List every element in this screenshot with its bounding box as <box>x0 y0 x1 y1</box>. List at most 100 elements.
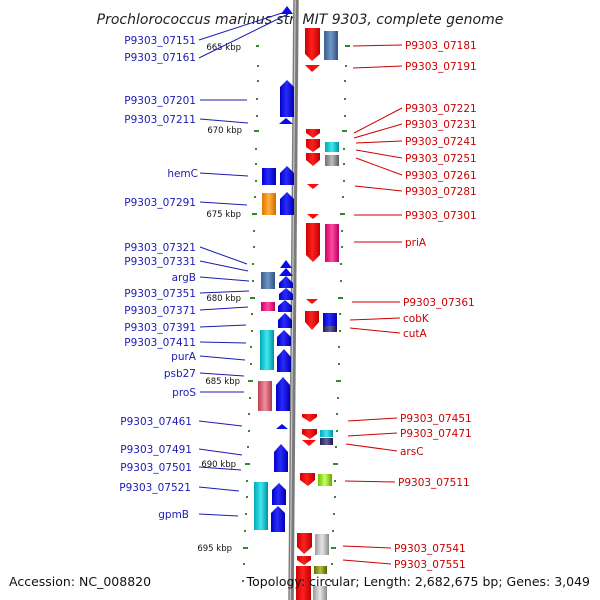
gene-label[interactable]: P9303_07511 <box>398 477 470 489</box>
left-label-connectors <box>198 11 289 517</box>
gene-arrow <box>279 268 293 276</box>
gene-label[interactable]: P9303_07521 <box>119 482 191 494</box>
gene-label[interactable]: P9303_07551 <box>394 559 466 571</box>
gene-label[interactable]: P9303_07351 <box>124 288 196 300</box>
gene-box <box>320 430 333 437</box>
gene-arrow <box>276 424 288 429</box>
gene-label[interactable]: P9303_07221 <box>405 103 477 115</box>
ruler-label: 690 kbp <box>201 460 236 470</box>
map-title: Prochlorococcus marinus str. MIT 9303, c… <box>97 12 504 28</box>
gene-label[interactable]: arsC <box>400 446 424 458</box>
left-gene-labels: P9303_07151 P9303_07161 P9303_07201 P930… <box>119 35 198 521</box>
gene-label[interactable]: P9303_07211 <box>124 114 196 126</box>
gene-label[interactable]: cobK <box>403 313 430 325</box>
gene-box <box>318 474 332 486</box>
gene-label[interactable]: P9303_07301 <box>405 210 477 222</box>
gene-box <box>325 142 339 152</box>
gene-arrow <box>306 223 320 262</box>
gene-label[interactable]: P9303_07461 <box>120 416 192 428</box>
gene-box <box>323 313 337 326</box>
gene-label[interactable]: P9303_07321 <box>124 242 196 254</box>
gene-label[interactable]: P9303_07201 <box>124 95 196 107</box>
gene-label[interactable]: priA <box>405 237 427 249</box>
gene-arrow <box>302 414 317 422</box>
gene-arrow <box>297 533 312 554</box>
right-tick-column <box>330 45 350 582</box>
gene-box <box>261 272 275 289</box>
gene-arrow <box>306 139 320 152</box>
left-strand-genes <box>254 6 294 532</box>
gene-box <box>258 381 272 411</box>
gene-box <box>325 224 339 262</box>
gene-label[interactable]: P9303_07181 <box>405 40 477 52</box>
gene-label[interactable]: P9303_07281 <box>405 186 477 198</box>
ruler-label: 670 kbp <box>207 126 242 136</box>
gene-label[interactable]: P9303_07331 <box>124 256 196 268</box>
gene-box <box>260 348 274 370</box>
gene-label[interactable]: psb27 <box>164 368 196 380</box>
gene-arrow <box>280 192 294 215</box>
gene-label[interactable]: P9303_07541 <box>394 543 466 555</box>
gene-label[interactable]: P9303_07411 <box>124 337 196 349</box>
gene-label[interactable]: P9303_07161 <box>124 52 196 64</box>
gene-label[interactable]: gpmB <box>158 509 189 521</box>
gene-arrow <box>306 299 318 304</box>
gene-arrow <box>277 330 291 346</box>
gene-arrow <box>280 80 294 117</box>
gene-arrow <box>279 118 293 124</box>
right-gene-labels: P9303_07181 P9303_07191 P9303_07221 P930… <box>394 40 477 571</box>
gene-label[interactable]: P9303_07261 <box>405 170 477 182</box>
topology-text: Topology: circular; Length: 2,682,675 bp… <box>246 574 590 589</box>
gene-arrow <box>277 349 291 372</box>
gene-arrow <box>271 506 285 532</box>
gene-label[interactable]: P9303_07191 <box>405 61 477 73</box>
gene-label[interactable]: hemC <box>167 168 198 180</box>
gene-label[interactable]: P9303_07371 <box>124 305 196 317</box>
gene-label[interactable]: purA <box>171 351 197 363</box>
gene-label[interactable]: P9303_07291 <box>124 197 196 209</box>
gene-box <box>315 534 329 555</box>
genome-backbone <box>288 0 299 600</box>
gene-arrow <box>305 28 320 61</box>
gene-label[interactable]: P9303_07251 <box>405 153 477 165</box>
gene-label[interactable]: P9303_07471 <box>400 428 472 440</box>
gene-label[interactable]: proS <box>172 387 196 399</box>
gene-arrow <box>306 129 320 138</box>
gene-label[interactable]: P9303_07231 <box>405 119 477 131</box>
gene-label[interactable]: P9303_07451 <box>400 413 472 425</box>
gene-arrow <box>274 444 288 472</box>
gene-label[interactable]: cutA <box>403 328 428 340</box>
gene-label[interactable]: P9303_07361 <box>403 297 475 309</box>
gene-arrow <box>280 166 294 185</box>
gene-arrow <box>300 473 315 486</box>
accession-text: Accession: NC_008820 <box>9 574 152 589</box>
gene-arrow <box>280 260 292 268</box>
gene-arrow <box>297 556 311 565</box>
gene-label[interactable]: P9303_07151 <box>124 35 196 47</box>
right-strand-genes <box>296 28 339 600</box>
gene-box <box>325 155 339 166</box>
gene-box <box>320 438 333 445</box>
gene-box <box>324 31 338 60</box>
gene-box <box>313 586 327 600</box>
left-tick-column <box>242 45 259 582</box>
gene-label[interactable]: P9303_07241 <box>405 136 477 148</box>
gene-box <box>314 566 327 574</box>
gene-box <box>262 193 276 215</box>
gene-box <box>260 330 274 348</box>
ruler-label: 680 kbp <box>206 294 241 304</box>
gene-box <box>254 482 268 530</box>
gene-label[interactable]: P9303_07391 <box>124 322 196 334</box>
gene-label[interactable]: P9303_07501 <box>120 462 192 474</box>
gene-arrow <box>296 566 311 600</box>
gene-arrow <box>278 300 292 312</box>
gene-arrow <box>272 483 286 505</box>
gene-box <box>261 302 275 311</box>
gene-arrow <box>305 65 320 72</box>
gene-arrow <box>302 429 317 439</box>
gene-arrow <box>281 6 293 14</box>
gene-box <box>262 168 276 185</box>
gene-label[interactable]: P9303_07491 <box>120 444 192 456</box>
gene-label[interactable]: argB <box>172 272 196 284</box>
gene-box <box>323 326 337 332</box>
